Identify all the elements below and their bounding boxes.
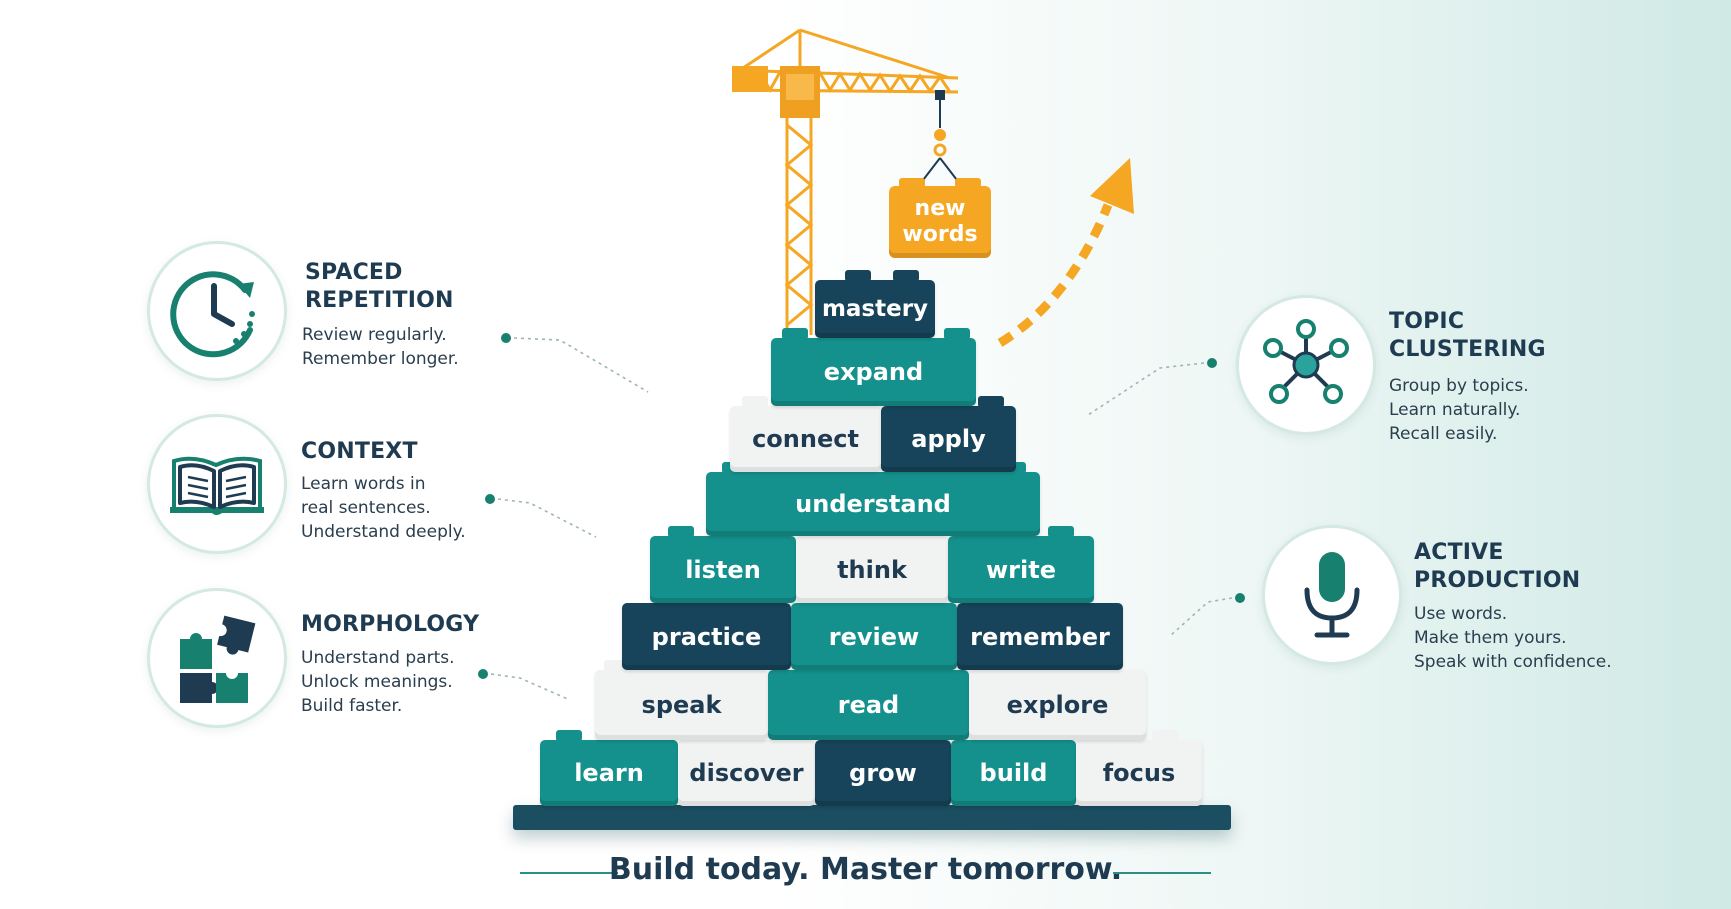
context-icon-circle [147, 414, 287, 554]
new-words-block: new words [889, 186, 991, 258]
brick-explore: explore [969, 670, 1146, 740]
tagline: Build today. Master tomorrow. [608, 852, 1123, 887]
connector-line [1169, 597, 1233, 637]
brick-remember: remember [957, 603, 1123, 670]
brick-connect: connect [730, 406, 881, 472]
brick-focus: focus [1076, 740, 1202, 806]
topic-clustering-icon-circle [1236, 295, 1376, 435]
brick-understand: understand [706, 472, 1040, 536]
microphone-icon [1304, 552, 1360, 638]
brick-stud [668, 526, 694, 536]
brick-stud [845, 270, 871, 280]
connector-dot [1235, 593, 1245, 603]
brick-stud [782, 328, 808, 338]
brick-stud [1152, 730, 1178, 740]
connector-dot [485, 494, 495, 504]
brick-think: think [796, 536, 948, 603]
brick-stud [944, 328, 970, 338]
context-title: CONTEXT [301, 439, 418, 464]
connector-dot [1207, 358, 1217, 368]
active-production-icon-circle [1262, 525, 1402, 665]
context-body: Learn words in real sentences. Understan… [301, 474, 466, 542]
brick-review: review [791, 603, 957, 670]
spaced-repetition-title: SPACED REPETITION [305, 260, 454, 313]
topic-clustering-title: TOPIC CLUSTERING [1389, 309, 1546, 362]
morphology-body: Understand parts. Unlock meanings. Build… [301, 648, 455, 716]
spaced-repetition-body: Review regularly. Remember longer. [302, 325, 459, 369]
brick-learn: learn [540, 740, 678, 806]
brick-speak: speak [595, 670, 768, 740]
brick-read: read [768, 670, 969, 740]
connector-line [1087, 362, 1205, 416]
brick-listen: listen [650, 536, 796, 603]
brick-practice: practice [622, 603, 791, 670]
connector-line [513, 337, 649, 393]
brick-apply: apply [881, 406, 1016, 472]
morphology-title: MORPHOLOGY [301, 612, 480, 637]
brick-stud [742, 396, 768, 406]
tagline-rule-right [1113, 872, 1211, 874]
active-production-body: Use words. Make them yours. Speak with c… [1414, 604, 1612, 672]
brick-expand: expand [771, 338, 976, 406]
connector-dot [478, 669, 488, 679]
open-book-icon [170, 456, 264, 515]
clock-icon [170, 271, 255, 358]
brick-mastery: mastery [815, 280, 935, 338]
brick-stud [978, 396, 1004, 406]
active-production-title: ACTIVE PRODUCTION [1414, 540, 1581, 593]
morphology-icon-circle [147, 588, 287, 728]
brick-build: build [951, 740, 1076, 806]
brick-write: write [948, 536, 1094, 603]
spaced-repetition-icon-circle [147, 241, 287, 381]
connector-dot [501, 333, 511, 343]
tagline-rule-left [520, 872, 618, 874]
brick-grow: grow [815, 740, 951, 806]
puzzle-icon [180, 615, 256, 703]
brick-stud [556, 730, 582, 740]
brick-stud [1048, 526, 1074, 536]
topic-clustering-body: Group by topics. Learn naturally. Recall… [1389, 376, 1529, 444]
pyramid-base [513, 805, 1231, 830]
brick-discover: discover [678, 740, 815, 806]
connector-line [490, 673, 571, 701]
brick-stud [604, 660, 630, 670]
network-icon [1263, 319, 1349, 404]
brick-stud [893, 270, 919, 280]
